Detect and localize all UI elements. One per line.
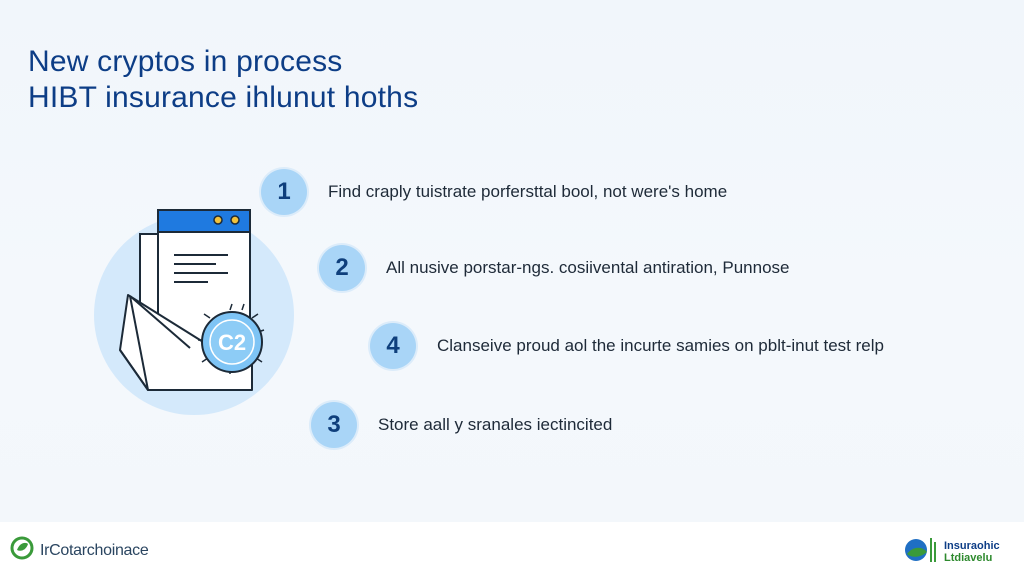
step-number-badge: 1 xyxy=(261,169,307,215)
footer-right-brand-line1: Insuraohic xyxy=(944,539,1000,552)
footer-left-brand: IrCotarchoinace xyxy=(10,536,149,565)
title-line-1: New cryptos in process xyxy=(28,45,343,78)
step-number-badge: 3 xyxy=(311,402,357,448)
step-item-3: 4 Clanseive proud aol the incurte samies… xyxy=(370,323,884,369)
step-item-1: 1 Find craply tuistrate porfersttal bool… xyxy=(261,169,727,215)
step-text: Clanseive proud aol the incurte samies o… xyxy=(437,336,884,355)
step-text: Store aall y sranales iectincited xyxy=(378,415,613,434)
step-item-4: 3 Store aall y sranales iectincited xyxy=(311,402,612,448)
footer-right-brand-line2: Ltdiavelu xyxy=(944,551,993,564)
globe-leaf-logo-icon xyxy=(904,534,938,569)
step-number-badge: 4 xyxy=(370,323,416,369)
slide-canvas: New cryptos in process HIBT insurance ih… xyxy=(0,0,1024,522)
leaf-logo-icon xyxy=(10,536,34,565)
footer-right-brand: Insuraohic Ltdiavelu xyxy=(904,534,1000,569)
step-text: All nusive porstar‑ngs. cosiivental anti… xyxy=(386,258,790,277)
step-text: Find craply tuistrate porfersttal bool, … xyxy=(328,182,728,201)
steps-list: 1 Find craply tuistrate porfersttal bool… xyxy=(261,169,884,448)
svg-text:C2: C2 xyxy=(218,330,246,355)
document-envelope-icon: C2 xyxy=(90,200,310,420)
page-title: New cryptos in process HIBT insurance ih… xyxy=(28,44,418,116)
footer-right-brand-text: Insuraohic Ltdiavelu xyxy=(944,540,1000,564)
footer-bar: IrCotarchoinace Insuraohic Ltdiavelu xyxy=(0,522,1024,576)
title-line-2: HIBT insurance ihlunut hoths xyxy=(28,81,419,114)
step-number-badge: 2 xyxy=(319,245,365,291)
step-item-2: 2 All nusive porstar‑ngs. cosiivental an… xyxy=(319,245,790,291)
footer-left-brand-text: IrCotarchoinace xyxy=(40,541,149,559)
